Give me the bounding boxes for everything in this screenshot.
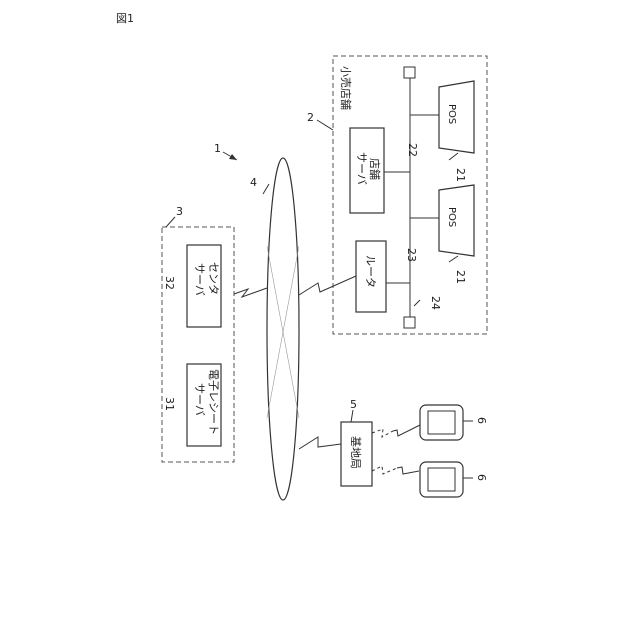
mobile-terminal-ref: 6 — [475, 474, 488, 481]
wireless-links — [234, 276, 420, 474]
receipt-server: 電子レシート サーバ 31 — [163, 364, 221, 446]
router: ルータ 23 — [356, 241, 418, 312]
pos-terminal: POS 21 — [439, 81, 474, 182]
pos-ref: 21 — [454, 270, 467, 284]
base-station-label: 基地局 — [349, 436, 362, 469]
center-server-ref: 32 — [163, 276, 176, 290]
lan-bus: 24 — [384, 67, 442, 328]
store-server-line1: 店舗 — [368, 158, 382, 180]
pos-label: POS — [446, 104, 457, 124]
center-server: センタ サーバ 32 — [163, 245, 221, 327]
router-label: ルータ — [364, 255, 377, 288]
store-server: 店舗 サーバ 22 — [350, 128, 419, 213]
center-server-line1: センタ — [207, 262, 220, 295]
system-ref-number: 1 — [214, 142, 221, 155]
pos-ref: 21 — [454, 168, 467, 182]
lan-ref: 24 — [429, 296, 442, 310]
system-ref: 1 — [214, 142, 237, 160]
store-server-line2: サーバ — [355, 152, 368, 185]
pos-terminal: POS 21 — [439, 185, 474, 284]
retail-store-ref: 2 — [307, 111, 314, 124]
store-server-ref: 22 — [406, 143, 419, 157]
mobile-terminal-ref: 6 — [475, 417, 488, 424]
center-server-line2: サーバ — [193, 263, 206, 296]
receipt-server-ref: 31 — [163, 397, 176, 411]
figure-label: 図1 — [116, 12, 134, 25]
receipt-server-line2: サーバ — [193, 383, 206, 416]
network-ref: 4 — [250, 176, 257, 189]
retail-store-label: 小売店舗 — [339, 66, 353, 110]
base-station: 基地局 5 — [341, 398, 372, 486]
mobile-terminal: 6 — [420, 405, 488, 440]
router-ref: 23 — [405, 248, 418, 262]
mobile-terminal: 6 — [420, 462, 488, 497]
center-ref: 3 — [176, 205, 183, 218]
network: 4 — [250, 158, 299, 500]
pos-label: POS — [446, 207, 457, 227]
receipt-server-line1: 電子レシート — [207, 369, 220, 435]
base-station-ref: 5 — [350, 398, 357, 411]
